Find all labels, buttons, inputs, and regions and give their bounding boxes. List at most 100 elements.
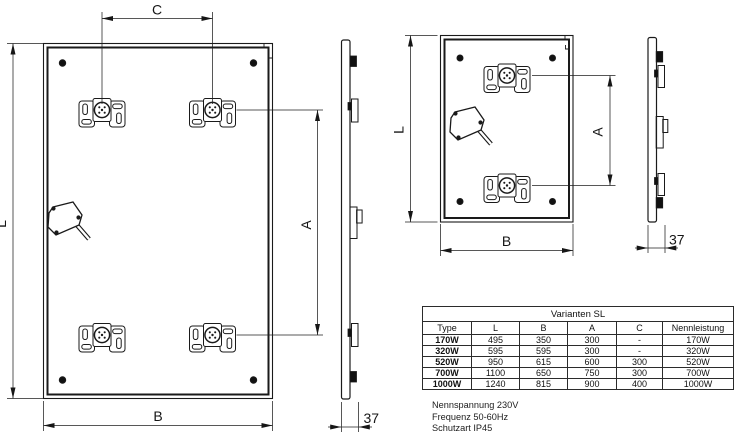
cell-type: 700W [422,367,472,379]
cell-type: 320W [422,345,472,357]
screw-bump [655,197,664,209]
col-header-c: C [616,321,663,335]
cell-c: - [616,345,663,357]
corner-screw [549,198,556,205]
dim-l-small: L [391,35,438,223]
panel-inner-frame [443,38,570,219]
corner-screw [249,59,258,67]
cell-type: 1000W [422,378,472,390]
corner-screw [456,54,464,62]
dim-label-l: L [391,126,407,134]
dim-a-large: A [236,109,323,336]
front-view-large [42,42,274,400]
bracket-tab [654,69,659,78]
bracket-profile [657,173,665,196]
front-view-small [439,34,574,223]
cell-nennleistung: 700W [661,367,735,379]
cell-a: 300 [567,345,617,357]
dim-label-b: B [502,233,511,249]
cell-l: 495 [471,334,520,346]
note-voltage: Nennspannung 230V [432,400,519,410]
table-row: 700W 1100 650 750 300 700W [422,367,735,379]
panel-profile [647,36,658,223]
panel-inner-frame [46,46,270,396]
gland-profile-step [662,119,669,133]
col-header-b: B [519,321,568,335]
cell-b: 350 [519,334,568,346]
dim-label-c: C [152,2,162,18]
cell-a: 750 [567,367,617,379]
dim-label-a: A [298,220,314,230]
cell-l: 595 [471,345,520,357]
dim-label-b: B [153,408,162,424]
bracket-tab [347,328,352,337]
table-row: 170W 495 350 300 - 170W [422,334,735,346]
dim-label-l: L [0,220,9,228]
cell-a: 900 [567,378,617,390]
bracket-profile [351,323,359,347]
table-row: 1000W 1240 815 900 400 1000W [422,378,735,390]
dim-a-small: A [532,75,616,186]
mounting-bracket [483,63,531,94]
mounting-bracket [78,322,126,353]
cell-type: 520W [422,356,472,368]
cell-b: 815 [519,378,568,390]
panel-profile [340,39,351,400]
dim-label-depth: 37 [669,232,685,248]
cell-l: 1100 [471,367,520,379]
gland-profile [655,116,664,149]
cell-c: 400 [616,378,663,390]
table-row: 520W 950 615 600 300 520W [422,356,735,368]
bracket-profile [657,65,665,88]
cell-c: 300 [616,356,663,368]
col-header-l: L [471,321,520,335]
note-frequency: Frequenz 50-60Hz [432,411,509,422]
dim-b-small: B [440,224,574,256]
cell-b: 595 [519,345,568,357]
cell-a: 600 [567,356,617,368]
variants-table: Varianten SL Type L B A C Nennleistung 1… [421,306,735,390]
mounting-bracket [483,173,531,204]
bracket-tab [654,177,659,185]
spec-notes: Nennspannung 230V Frequenz 50-60Hz Schut… [432,400,518,435]
dim-label-a: A [590,127,606,137]
corner-screw [249,376,258,384]
corner-clip-detail [560,36,569,50]
table-title: Varianten SL [421,306,735,322]
corner-screw [456,198,464,205]
dim-l-large: L [0,43,43,399]
side-view-large [340,39,363,400]
screw-bump [655,51,664,63]
panel-outer-frame [439,34,574,223]
cell-c: - [616,334,663,346]
cell-nennleistung: 320W [661,345,735,357]
table-row: 320W 595 595 300 - 320W [422,345,735,357]
bracket-tab [347,102,352,111]
col-header-type: Type [422,321,472,335]
cell-a: 300 [567,334,617,346]
cable-gland [450,107,491,144]
cell-nennleistung: 520W [661,356,735,368]
dim-depth-large: 37 [328,402,379,432]
dim-label-depth: 37 [364,410,380,426]
gland-profile-step [356,209,363,224]
gland-profile [349,206,358,239]
note-protection: Schutzart IP45 [432,423,493,434]
cell-c: 300 [616,367,663,379]
screw-bump [349,371,357,383]
cell-l: 950 [471,356,520,368]
dim-depth-small: 37 [635,225,685,253]
corner-screw [58,376,67,384]
dim-b-large: B [43,401,273,431]
dim-c: C [101,2,213,104]
cable-gland [48,202,89,239]
cell-nennleistung: 1000W [661,378,735,390]
cell-type: 170W [422,334,472,346]
cell-l: 1240 [471,378,520,390]
cell-b: 650 [519,367,568,379]
col-header-nennleistung: Nennleistung [661,321,735,335]
cell-b: 615 [519,356,568,368]
side-view-small [647,36,669,223]
